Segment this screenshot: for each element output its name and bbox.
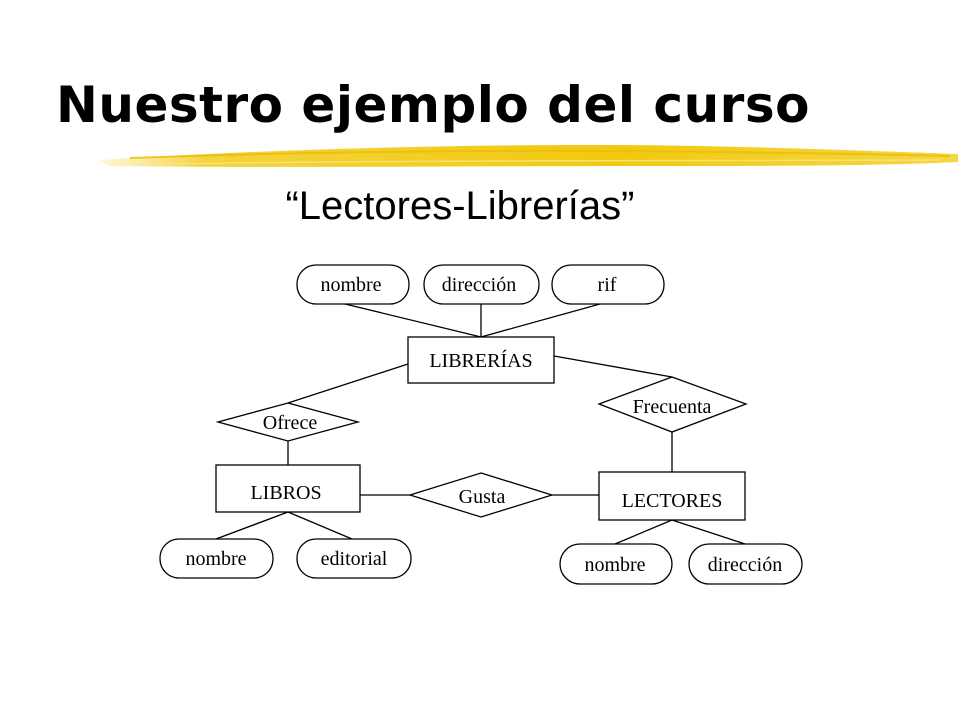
relationship-gusta-label: Gusta bbox=[459, 486, 506, 508]
attribute-libros-editorial-label: editorial bbox=[321, 548, 388, 570]
relationship-gusta bbox=[407, 472, 555, 518]
attribute-librerias-direccion-label: dirección bbox=[442, 274, 516, 296]
relationship-frecuenta-label: Frecuenta bbox=[633, 396, 712, 418]
link-rif-librerias bbox=[480, 303, 601, 338]
entity-libros-label: LIBROS bbox=[250, 482, 321, 504]
slide-title: Nuestro ejemplo del curso bbox=[56, 76, 810, 134]
attribute-librerias-nombre bbox=[296, 264, 410, 305]
attribute-lectores-direccion-label: dirección bbox=[708, 554, 782, 576]
relationship-ofrece bbox=[215, 402, 361, 442]
entity-librerias bbox=[407, 336, 555, 384]
link-lectores-nombre bbox=[614, 519, 673, 545]
attribute-libros-nombre bbox=[159, 538, 274, 579]
attribute-librerias-rif bbox=[551, 264, 665, 305]
entity-librerias-label: LIBRERÍAS bbox=[429, 349, 532, 372]
attribute-libros-editorial bbox=[296, 538, 412, 579]
attribute-lectores-nombre-label: nombre bbox=[584, 554, 645, 576]
entity-lectores-label: LECTORES bbox=[622, 490, 723, 512]
link-librerias-ofrece bbox=[287, 363, 409, 404]
attribute-lectores-nombre bbox=[559, 543, 673, 585]
attribute-libros-nombre-label: nombre bbox=[185, 548, 246, 570]
attribute-librerias-rif-label: rif bbox=[598, 274, 617, 296]
relationship-ofrece-label: Ofrece bbox=[263, 412, 318, 434]
link-librerias-frecuenta bbox=[553, 355, 673, 378]
entity-libros bbox=[215, 464, 361, 513]
entity-lectores bbox=[598, 471, 746, 521]
link-nombre-librerias bbox=[344, 303, 482, 338]
link-lectores-direccion bbox=[671, 519, 746, 545]
diagram-subtitle-text: “Lectores-Librerías” bbox=[285, 184, 635, 228]
attribute-librerias-nombre-label: nombre bbox=[320, 274, 381, 296]
link-libros-editorial bbox=[287, 511, 353, 540]
relationship-frecuenta bbox=[597, 376, 748, 433]
attribute-lectores-direccion bbox=[688, 543, 803, 585]
diagram-subtitle: “Lectores-Librerías” bbox=[0, 184, 960, 229]
link-libros-nombre bbox=[215, 511, 289, 540]
attribute-librerias-direccion bbox=[423, 264, 540, 305]
